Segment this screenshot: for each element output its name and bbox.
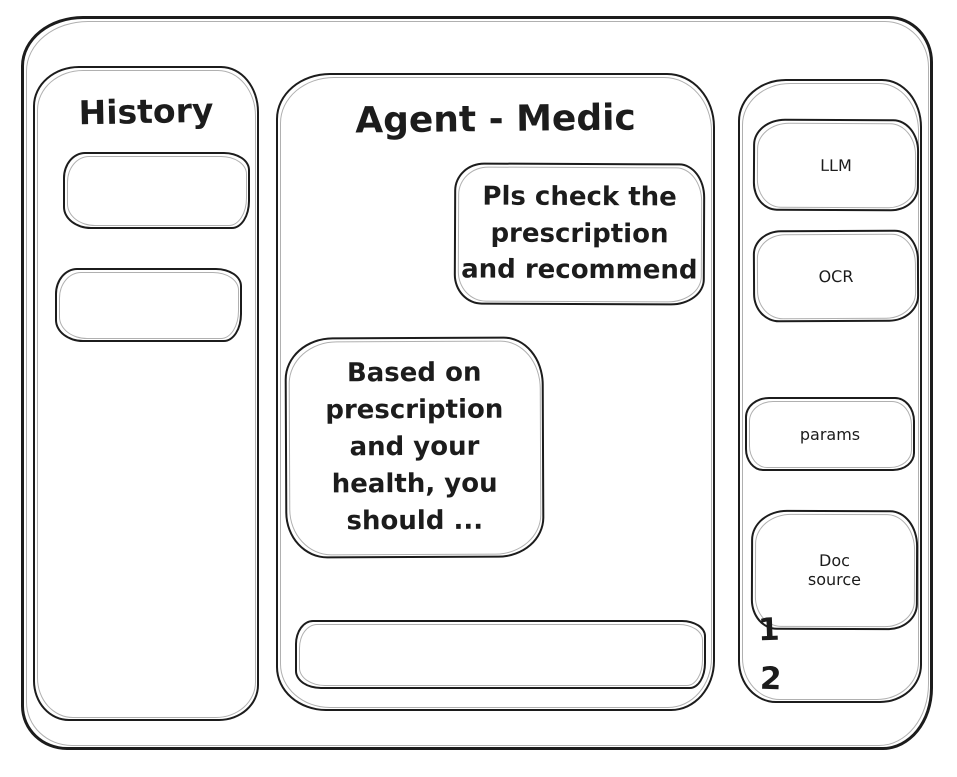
llm-button[interactable]: LLM	[752, 118, 920, 212]
history-item[interactable]	[63, 152, 250, 229]
user-message-bubble: Pls check the prescription and recommend	[453, 162, 706, 306]
chat-title: Agent - Medic	[354, 97, 637, 142]
doc-source-item-1[interactable]: 1	[757, 611, 781, 649]
params-button[interactable]: params	[745, 397, 915, 471]
history-title: History	[78, 90, 214, 133]
history-panel: History	[33, 66, 259, 721]
tools-panel: LLM OCR params Doc source 1 2	[738, 79, 922, 703]
agent-message-bubble: Based on prescription and your health, y…	[284, 336, 545, 559]
doc-source-item-2[interactable]: 2	[759, 660, 783, 698]
ocr-button[interactable]: OCR	[752, 229, 920, 323]
message-input[interactable]	[295, 620, 706, 689]
history-item[interactable]	[55, 268, 242, 342]
chat-panel: Agent - Medic Pls check the prescription…	[276, 73, 715, 711]
